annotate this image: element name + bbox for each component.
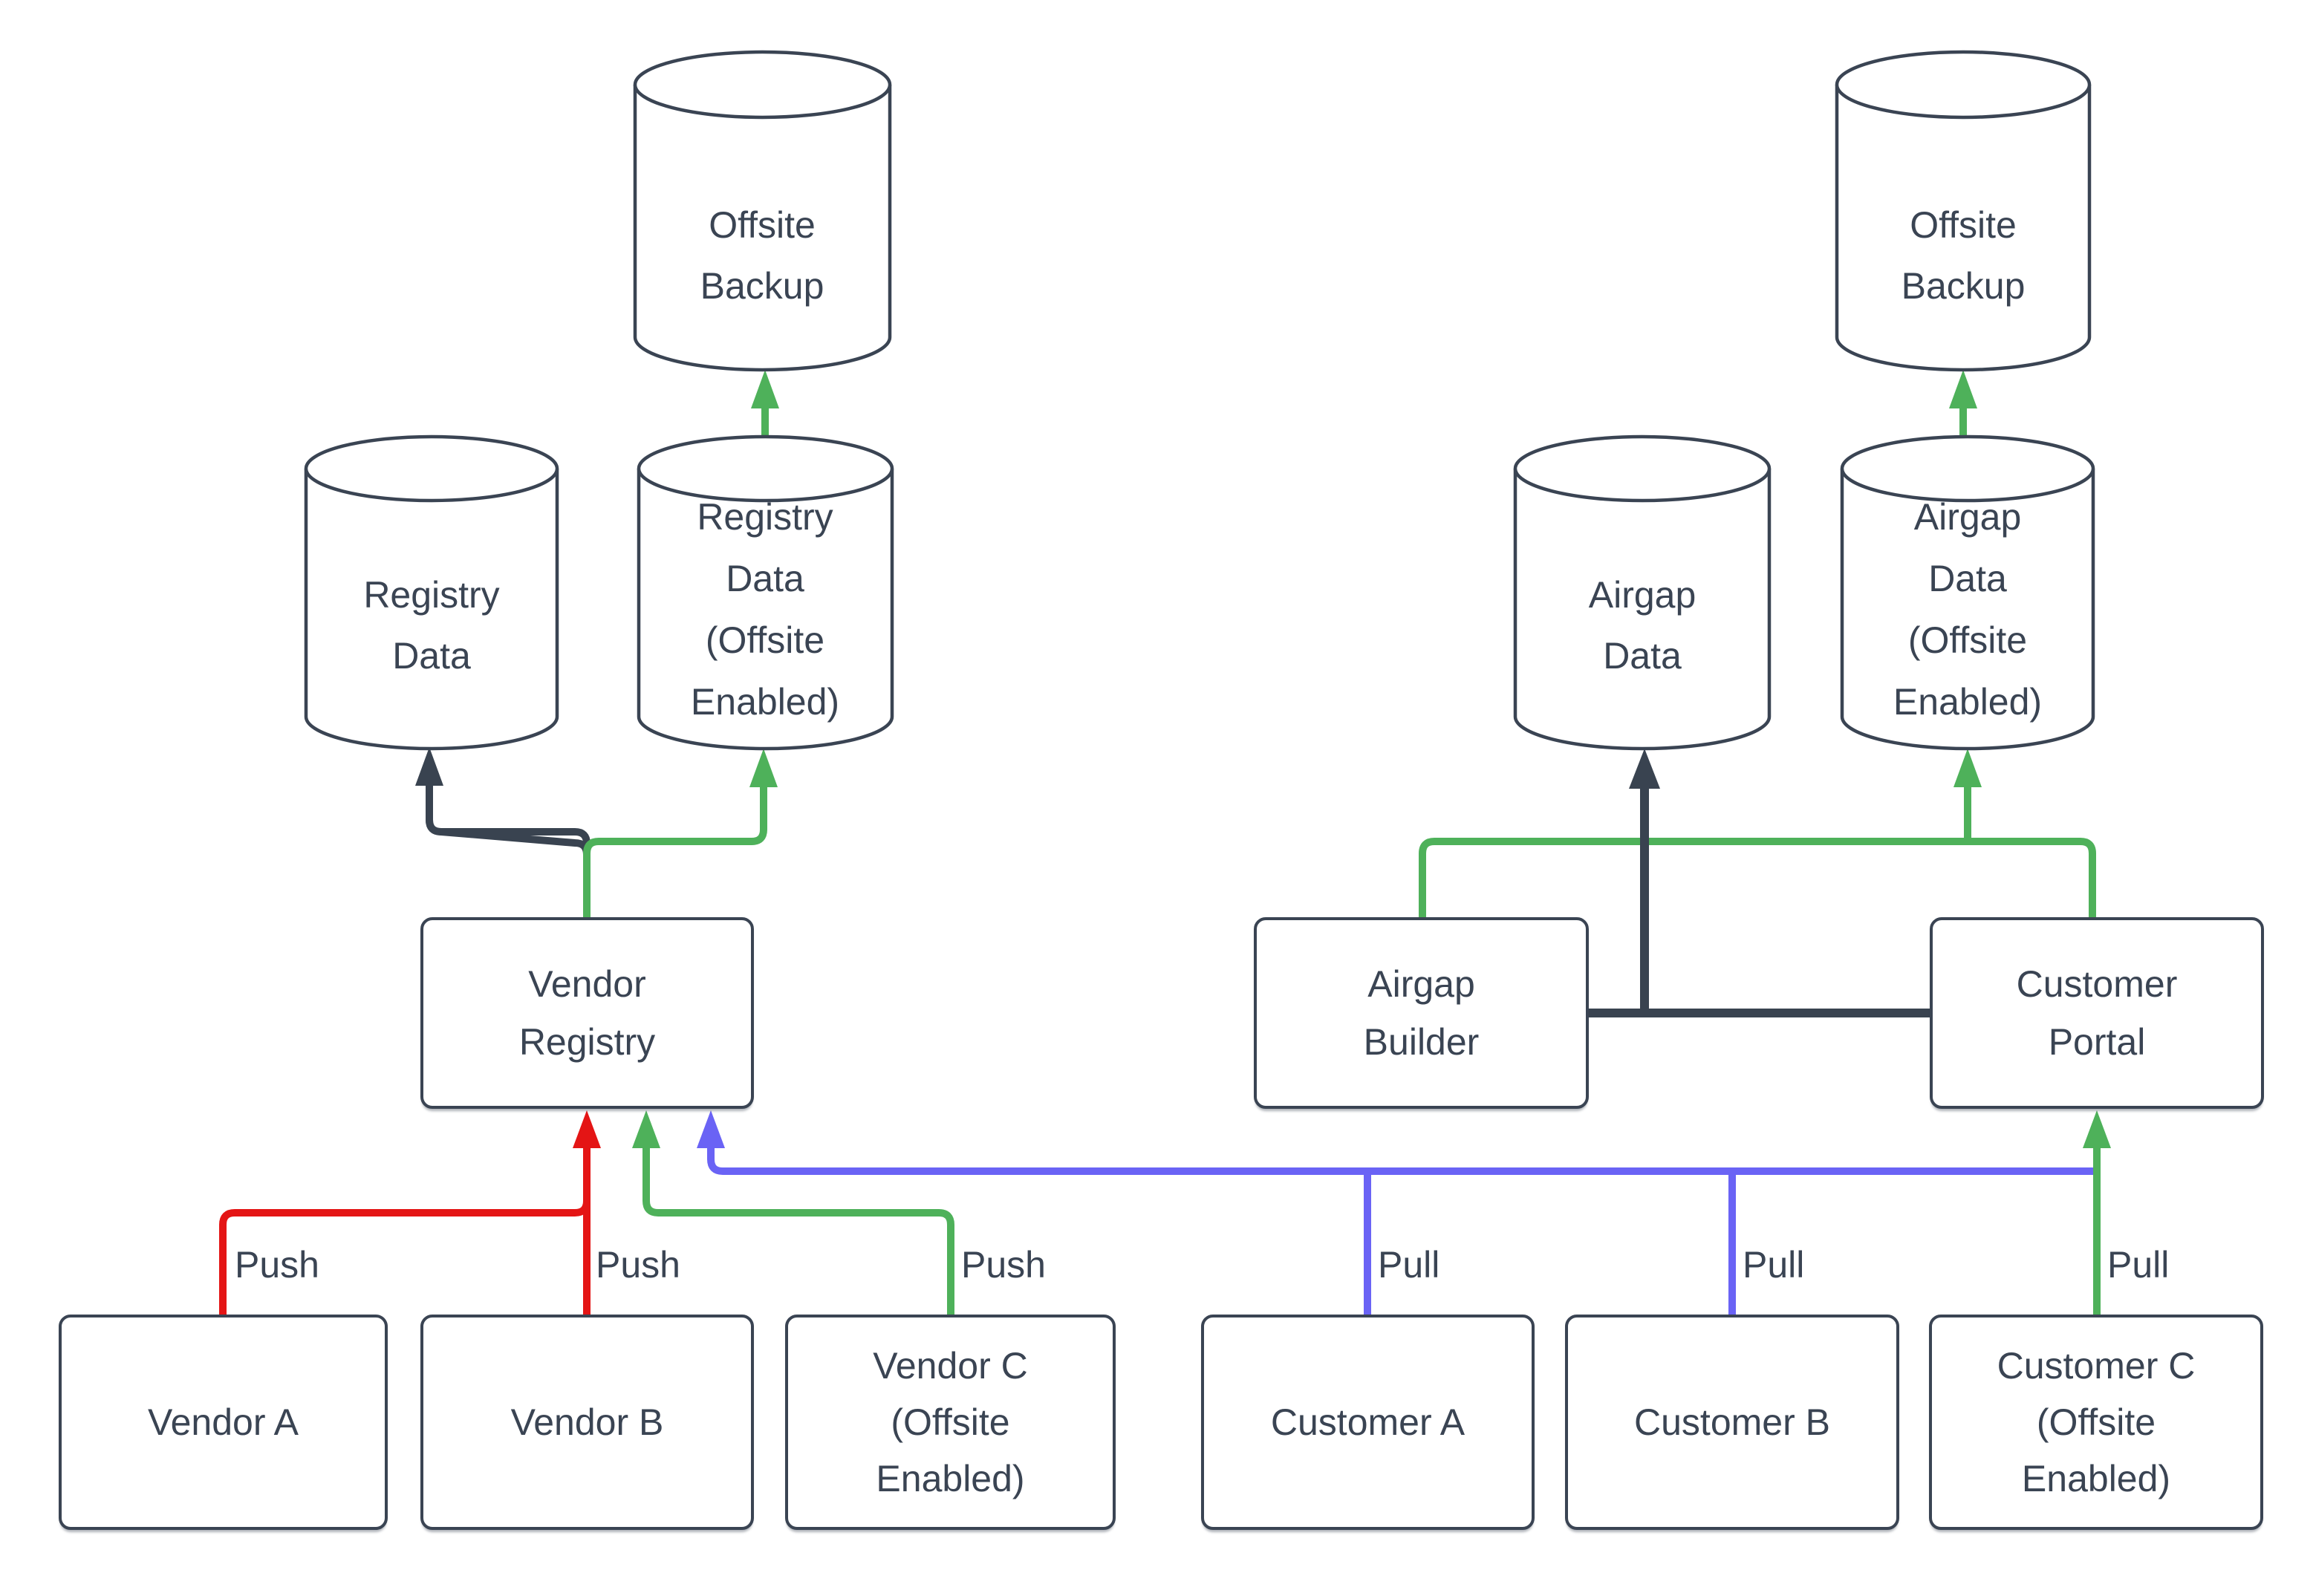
node-customer-c: Customer C (Offsite Enabled): [1929, 1315, 2263, 1530]
label-line: (Offsite: [891, 1401, 1010, 1443]
label-line: Offsite: [709, 204, 816, 246]
arrowhead-into-airgap-data-offsite: [1953, 749, 1982, 787]
edge-customers-pull-blue: [697, 1110, 2094, 1316]
label-line: Portal: [2048, 1021, 2146, 1063]
label-line: Vendor: [528, 963, 646, 1005]
node-vendor-a: Vendor A: [59, 1315, 388, 1530]
cylinder-airgap-data-offsite: [1840, 434, 2095, 751]
label-line: Airgap: [1588, 574, 1696, 616]
arrowhead-green-into-vendor-registry: [632, 1110, 660, 1148]
label-line: (Offsite: [2036, 1401, 2156, 1443]
label-airgap-data: Airgap Data: [1523, 564, 1761, 686]
label-line: Registry: [363, 574, 500, 616]
edge-label-pull-customer-b: Pull: [1743, 1244, 1805, 1286]
label-line: Data: [392, 635, 471, 677]
label-line: Offsite: [1910, 204, 2017, 246]
edge-vendor-c-push: [632, 1110, 954, 1316]
cylinder-offsite-backup-left: [633, 50, 892, 372]
cylinder-offsite-backup-right: [1835, 50, 2092, 372]
arrowhead-red-into-vendor-registry: [573, 1110, 601, 1148]
label-line: Airgap: [1913, 496, 2022, 538]
label-offsite-backup-left: Offsite Backup: [643, 195, 881, 316]
label-airgap-data-offsite: Airgap Data (Offsite Enabled): [1849, 486, 2086, 733]
edge-vendor-registry-to-registry-data: [415, 747, 591, 891]
arrowhead-into-airgap-data: [1629, 749, 1660, 789]
edge-vendor-registry-to-registry-data-offsite: [583, 749, 778, 919]
arrowhead-into-customer-portal: [2083, 1110, 2111, 1148]
cylinder-registry-data: [304, 434, 559, 751]
cylinder-airgap-data: [1513, 434, 1772, 751]
arrowhead-into-registry-data-offsite: [749, 749, 778, 787]
label-line: Enabled): [1893, 681, 2043, 723]
arrowhead-into-offsite-backup-right: [1949, 370, 1977, 408]
node-vendor-registry: Vendor Registry: [420, 917, 754, 1109]
edge-builder-portal-to-airgap-data-offsite: [1419, 749, 2096, 919]
label-line: (Offsite: [1907, 619, 2028, 661]
label-line: Registry: [518, 1021, 656, 1063]
edge-customer-c-pull: [2083, 1110, 2111, 1316]
label-offsite-backup-right: Offsite Backup: [1844, 195, 2082, 316]
node-customer-b: Customer B: [1565, 1315, 1899, 1530]
node-airgap-builder: Airgap Builder: [1254, 917, 1589, 1109]
label-line: Customer A: [1270, 1401, 1465, 1443]
edge-label-push-vendor-a: Push: [235, 1244, 319, 1286]
label-line: Vendor C: [873, 1345, 1028, 1387]
label-line: Data: [726, 558, 804, 599]
node-vendor-b: Vendor B: [420, 1315, 754, 1530]
label-line: Backup: [1901, 265, 2026, 307]
cylinder-registry-data-offsite: [637, 434, 894, 751]
node-customer-portal: Customer Portal: [1930, 917, 2264, 1109]
edge-label-push-vendor-c: Push: [961, 1244, 1046, 1286]
edge-airgap-data-offsite-to-offsite-backup: [1949, 370, 1977, 438]
edge-builder-portal-to-airgap-data: [1589, 749, 1930, 1017]
label-line: Enabled): [2021, 1458, 2171, 1499]
label-line: Data: [1928, 558, 2007, 599]
label-line: Customer: [2016, 963, 2178, 1005]
edge-label-push-vendor-b: Push: [596, 1244, 680, 1286]
label-line: Registry: [697, 496, 833, 538]
label-line: Vendor A: [148, 1401, 299, 1443]
label-registry-data-offsite: Registry Data (Offsite Enabled): [646, 486, 884, 733]
node-customer-a: Customer A: [1201, 1315, 1535, 1530]
arrowhead-blue-into-vendor-registry: [697, 1110, 725, 1148]
edge-registry-data-offsite-to-offsite-backup: [751, 370, 779, 438]
label-line: (Offsite: [705, 619, 825, 661]
label-line: Enabled): [690, 681, 840, 723]
edge-vendor-b-push: [573, 1110, 601, 1316]
label-line: Backup: [700, 265, 824, 307]
node-vendor-c: Vendor C (Offsite Enabled): [785, 1315, 1116, 1530]
label-line: Customer B: [1634, 1401, 1830, 1443]
label-registry-data: Registry Data: [313, 564, 550, 686]
edge-label-pull-customer-a: Pull: [1378, 1244, 1440, 1286]
label-line: Data: [1603, 635, 1682, 677]
label-line: Airgap: [1367, 963, 1475, 1005]
label-line: Enabled): [876, 1458, 1025, 1499]
label-line: Vendor B: [510, 1401, 664, 1443]
label-line: Builder: [1363, 1021, 1480, 1063]
arrowhead-into-registry-data: [415, 747, 443, 786]
arrowhead-into-offsite-backup-left: [751, 370, 779, 408]
label-line: Customer C: [1997, 1345, 2196, 1387]
edge-label-pull-customer-c: Pull: [2107, 1244, 2170, 1286]
